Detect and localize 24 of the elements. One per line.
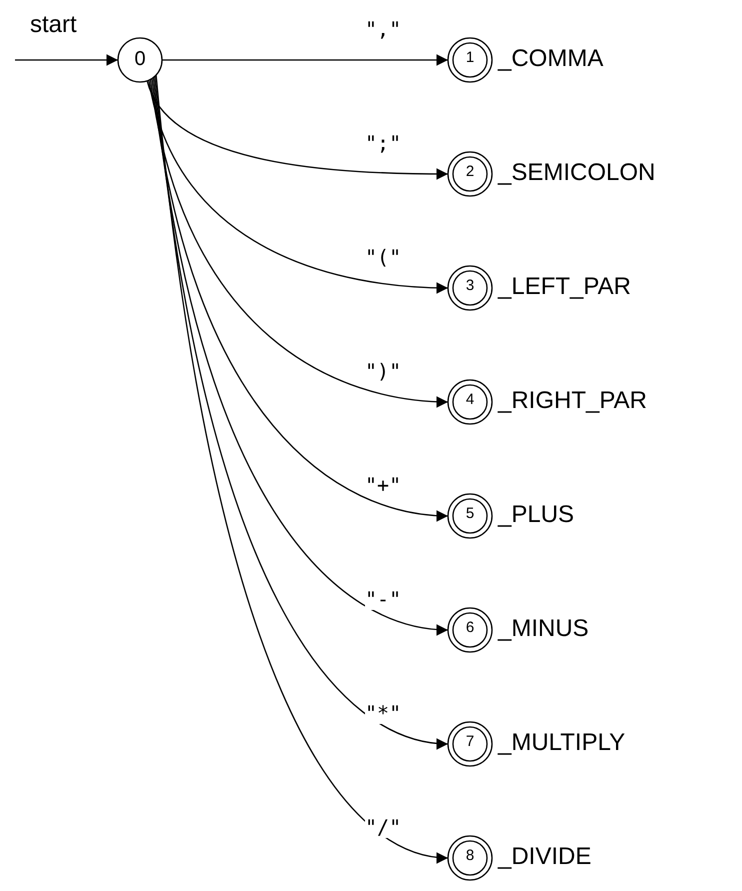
arrow: [150, 79, 448, 408]
token-name: _MINUS: [498, 615, 589, 643]
arrow: [15, 54, 118, 66]
accepting-state-circle: 8: [447, 835, 493, 881]
arrow: [162, 54, 448, 66]
token-name: _MULTIPLY: [498, 729, 626, 757]
token-name: _DIVIDE: [498, 843, 592, 871]
token-name: _LEFT_PAR: [498, 273, 631, 301]
accepting-state-circle: 4: [447, 379, 493, 425]
arrow: [148, 80, 448, 294]
accepting-state-circle: 5: [447, 493, 493, 539]
accepting-state-circle: 3: [447, 265, 493, 311]
token-name: _PLUS: [498, 501, 574, 529]
arrow: [151, 78, 448, 521]
token-name: _RIGHT_PAR: [498, 387, 647, 415]
accepting-state-circle: 6: [447, 607, 493, 653]
accepting-state-circle: 2: [447, 151, 493, 197]
accepting-state-circle: 1: [447, 37, 493, 83]
token-name: _SEMICOLON: [498, 159, 656, 187]
accepting-state-circle: 7: [447, 721, 493, 767]
token-name: _COMMA: [498, 45, 604, 73]
arrow: [152, 77, 448, 635]
arrow: [146, 80, 448, 180]
state-circle: 0: [117, 37, 163, 83]
